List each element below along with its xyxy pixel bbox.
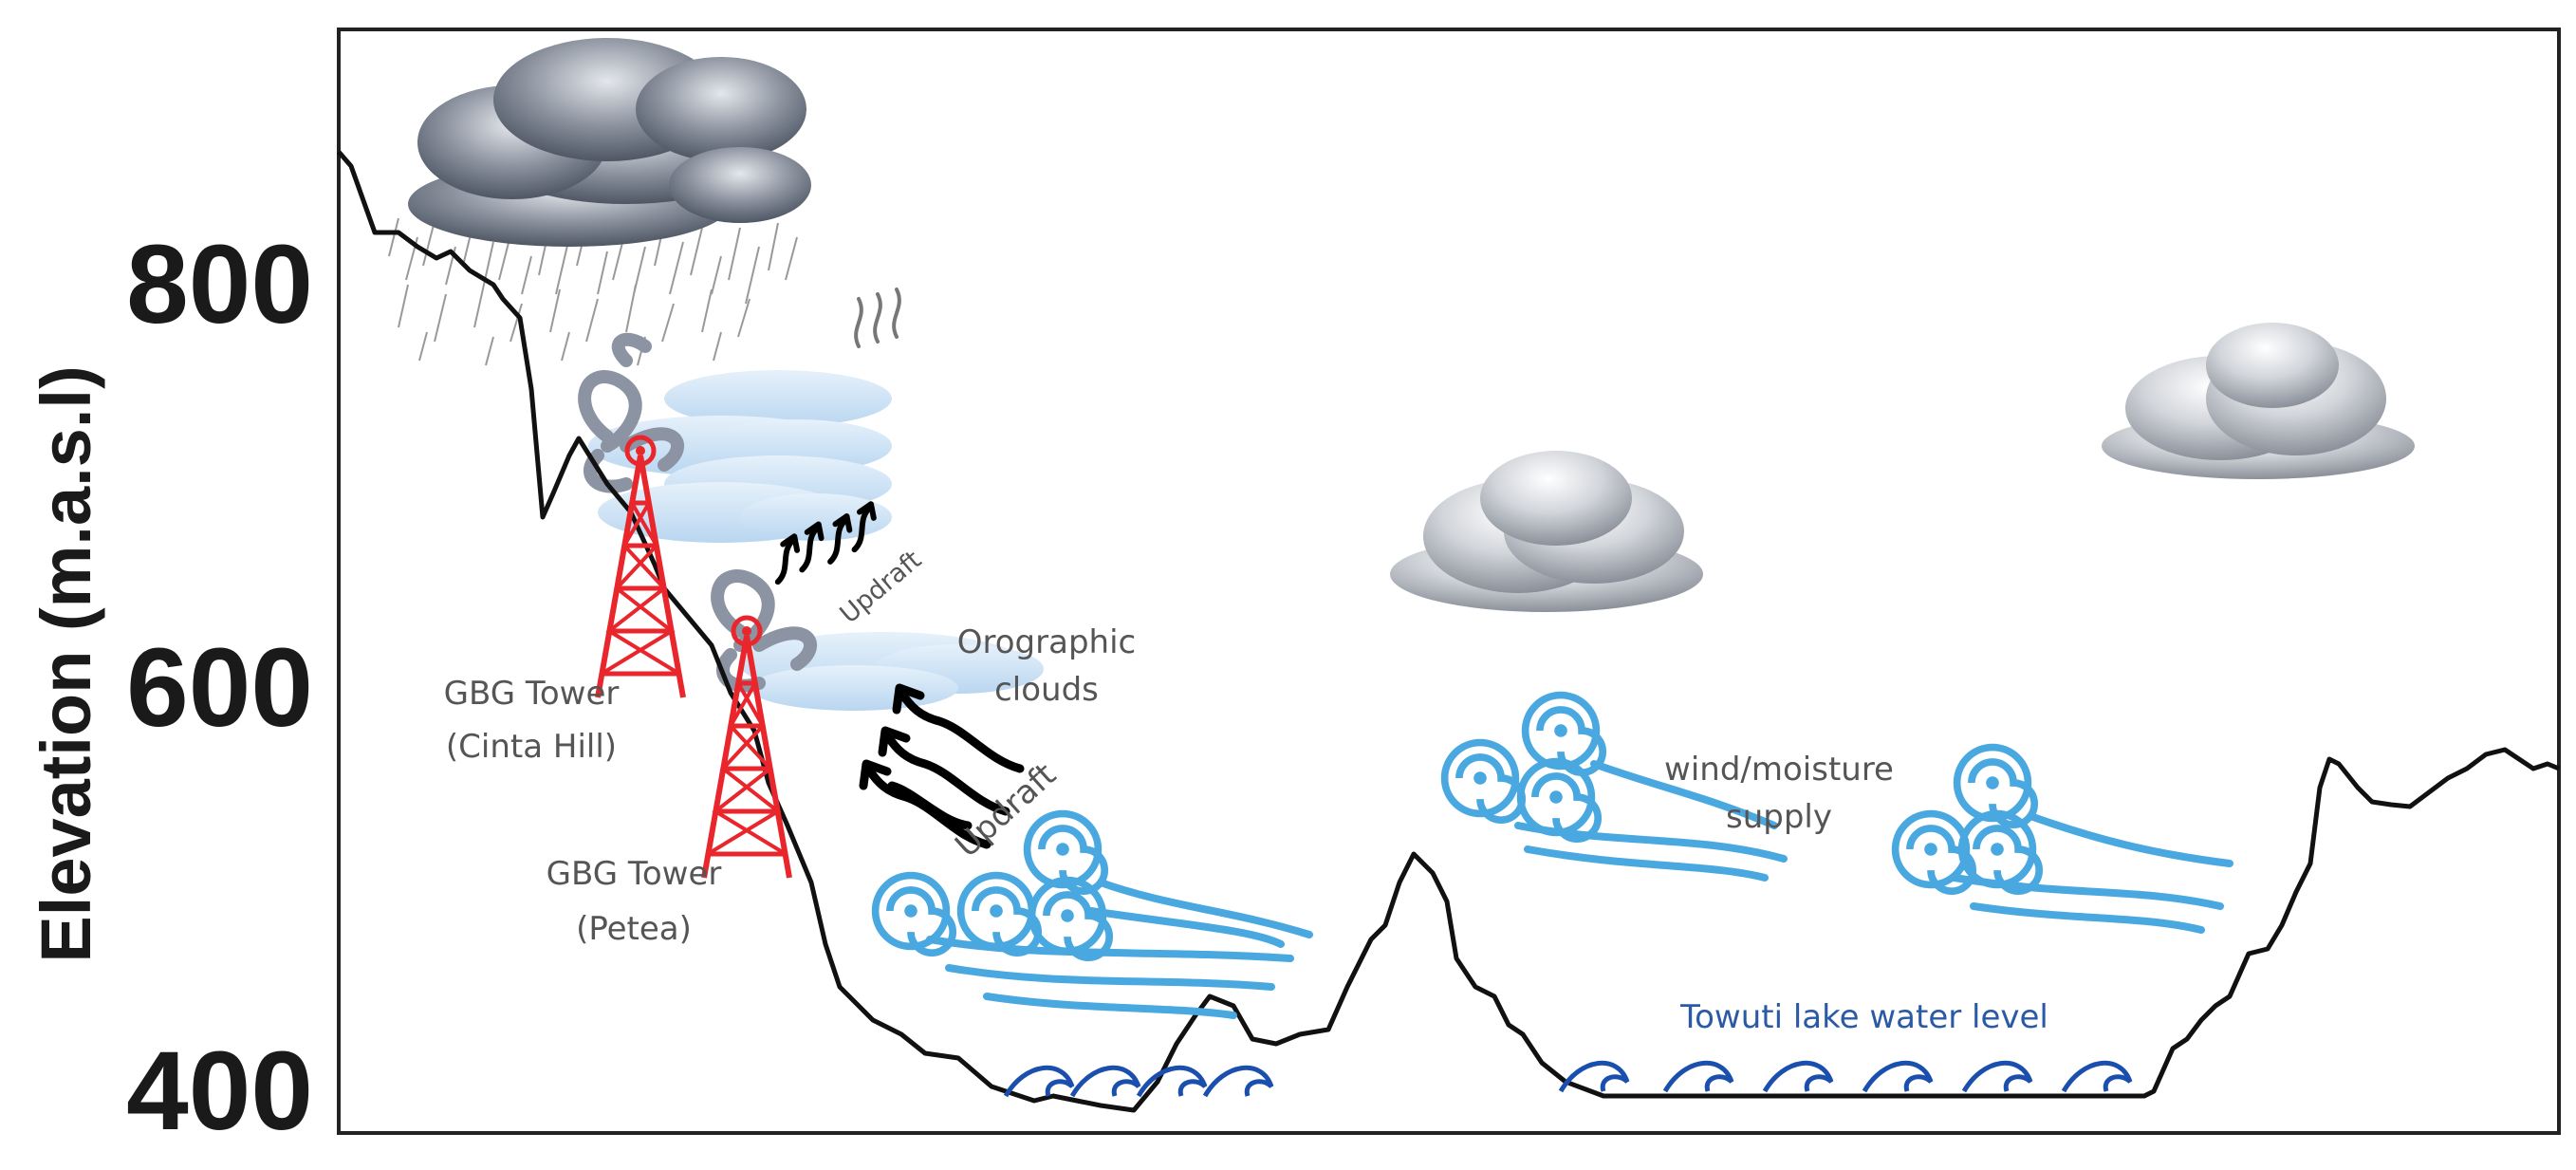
lake-level-label: Towuti lake water level — [1679, 998, 2048, 1036]
y-tick-600: 600 — [126, 625, 313, 751]
terrain-profile — [337, 150, 2560, 1113]
tower-cinta-label-line1: GBG Tower — [444, 675, 620, 713]
wind-label-line2: supply — [1726, 798, 1832, 836]
tower-petea-label-line2: (Petea) — [576, 910, 692, 948]
wave-icon-left — [1006, 1068, 1271, 1096]
tower-cinta-label-line2: (Cinta Hill) — [446, 728, 617, 766]
y-axis-label: Elevation (m.a.s.l) — [27, 365, 105, 962]
cloud-icon-middle — [1390, 451, 1703, 612]
plot-frame — [337, 28, 2561, 1135]
cloud-icon-right — [2102, 323, 2415, 479]
wave-icon-lake — [1561, 1063, 2130, 1091]
wind-swirl-icon-middle — [1445, 696, 1788, 882]
heat-rise-icon — [854, 288, 901, 348]
wind-label-line1: wind/moisture — [1664, 751, 1894, 789]
tower-petea-label-line1: GBG Tower — [547, 855, 722, 893]
orographic-label-line1: Orographic — [957, 623, 1136, 661]
wind-swirl-icon-left — [876, 814, 1313, 1019]
rain-cloud-icon — [388, 38, 811, 366]
y-tick-400: 400 — [126, 1029, 313, 1154]
wind-swirl-icon-right — [1896, 748, 2233, 934]
updraft-label-upper: Updraft — [835, 545, 928, 629]
y-tick-800: 800 — [126, 222, 313, 347]
cloud-swirl-icon-upper — [578, 332, 685, 493]
updraft-arrows-lower — [859, 683, 1025, 849]
orographic-label-line2: clouds — [994, 671, 1099, 709]
updraft-label-lower: Updraft — [948, 756, 1064, 865]
